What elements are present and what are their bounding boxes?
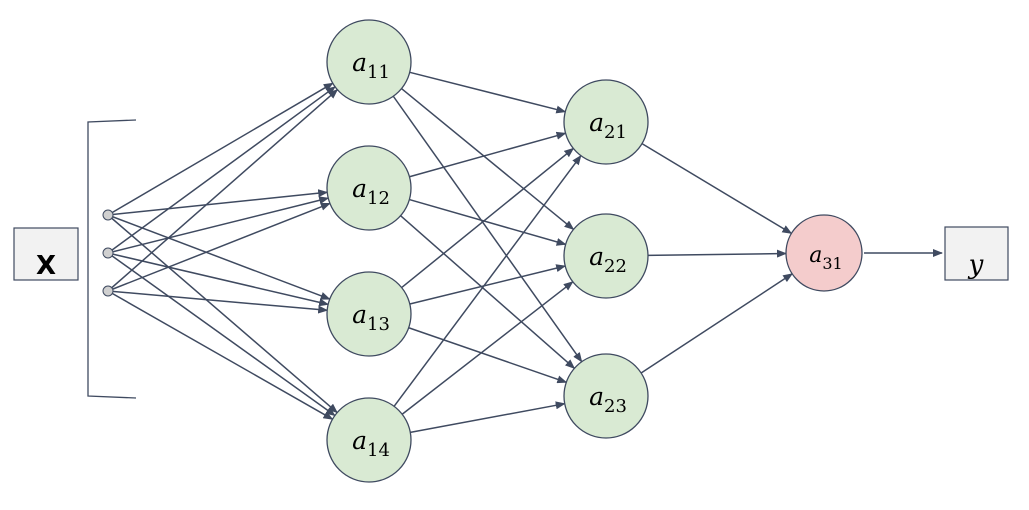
neurons: a11 a12 a13 a14 a21 a22 a23 a31 bbox=[326, 19, 863, 483]
input-point-1 bbox=[102, 209, 114, 221]
edge-a22-a31 bbox=[647, 249, 787, 258]
neuron-label: a14 bbox=[352, 426, 390, 461]
neuron-a23: a23 bbox=[563, 353, 649, 439]
edge-p3-a11 bbox=[107, 89, 339, 292]
output-box-label: y bbox=[968, 250, 984, 280]
neuron-circle bbox=[785, 214, 863, 292]
edge-a14-a23 bbox=[410, 401, 566, 434]
edge-p2-a11 bbox=[107, 86, 336, 254]
edge-p1-a12 bbox=[107, 189, 329, 216]
neuron-label: a11 bbox=[352, 48, 390, 83]
neuron-circle bbox=[563, 79, 649, 165]
neuron-circle bbox=[326, 19, 412, 105]
edge-p1-a11 bbox=[107, 82, 334, 216]
edge-p3-a14 bbox=[107, 290, 334, 420]
edge-p1-a14 bbox=[107, 214, 338, 414]
neuron-a12: a12 bbox=[326, 145, 412, 231]
neuron-label: a13 bbox=[352, 300, 390, 335]
edge-a11-a22 bbox=[401, 88, 575, 231]
neuron-label: a21 bbox=[589, 108, 627, 143]
neuron-a31: a31 bbox=[785, 214, 863, 292]
edge-a12-a21 bbox=[409, 131, 567, 178]
edge-a14-a21 bbox=[393, 154, 582, 407]
output-box: y bbox=[944, 226, 1009, 281]
input-bracket bbox=[87, 119, 137, 399]
input-box-label: X bbox=[36, 251, 56, 281]
input-points bbox=[102, 209, 114, 297]
neuron-a11: a11 bbox=[326, 19, 412, 105]
neuron-a21: a21 bbox=[563, 79, 649, 165]
edge-p1-a13 bbox=[107, 214, 331, 300]
input-point-2 bbox=[102, 247, 114, 259]
edge-a11-a21 bbox=[409, 71, 567, 114]
neuron-label: a22 bbox=[589, 242, 627, 277]
edge-p3-a13 bbox=[107, 290, 329, 314]
neuron-label: a23 bbox=[589, 382, 627, 417]
edge-a21-a31 bbox=[641, 142, 793, 235]
edge-a13-a21 bbox=[401, 147, 575, 289]
edge-p3-a12 bbox=[107, 202, 331, 292]
neuron-circle bbox=[563, 213, 649, 299]
neuron-a14: a14 bbox=[326, 397, 412, 483]
neuron-a13: a13 bbox=[326, 271, 412, 357]
edge-a12-a22 bbox=[409, 198, 567, 246]
edge-a13-a23 bbox=[408, 327, 568, 384]
neuron-circle bbox=[326, 397, 412, 483]
edge-a14-a22 bbox=[401, 281, 574, 415]
edge-p2-a12 bbox=[107, 196, 330, 254]
edge-a13-a22 bbox=[409, 264, 567, 305]
edge-p2-a13 bbox=[107, 252, 330, 307]
edge-a12-a23 bbox=[400, 215, 576, 369]
neuron-label: a12 bbox=[352, 174, 390, 209]
edge-a23-a31 bbox=[640, 273, 794, 374]
input-point-3 bbox=[102, 285, 114, 297]
neuron-a22: a22 bbox=[563, 213, 649, 299]
input-box: X bbox=[13, 227, 79, 281]
edge-a11-a23 bbox=[392, 95, 583, 363]
connections bbox=[107, 71, 794, 434]
neuron-circle bbox=[326, 271, 412, 357]
edge-p2-a14 bbox=[107, 252, 336, 417]
neuron-label: a31 bbox=[809, 243, 842, 273]
neuron-circle bbox=[563, 353, 649, 439]
neuron-circle bbox=[326, 145, 412, 231]
